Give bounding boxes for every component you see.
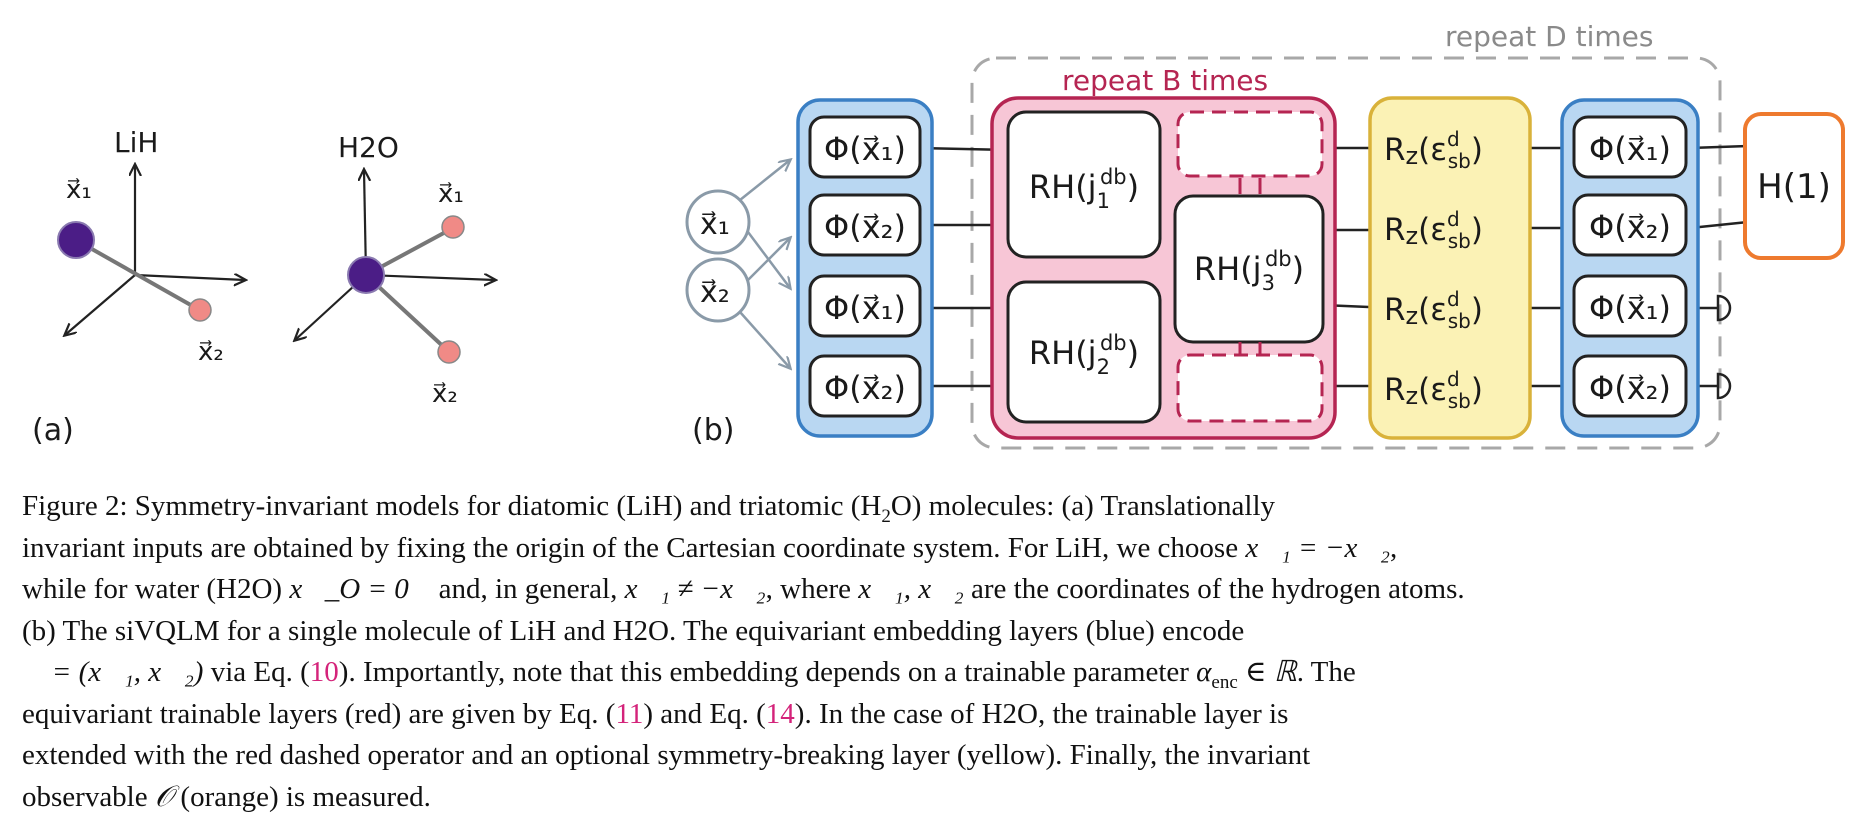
figure-2: LiH x⃗₁ x⃗₂ H2O x⃗₁ x⃗₂ (a) repeat D tim… [32,20,1845,450]
input-x1 [685,189,751,255]
embed-gate-1-label: Φ(x⃗₁) [824,130,906,168]
arrow-x2-g2 [747,238,790,281]
caption-line-7: extended with the red dashed operator an… [22,739,1311,771]
caption-line-1: Figure 2: Symmetry-invariant models for … [22,490,1276,527]
caption-line-4: (b) The siVQLM for a single molecule of … [22,614,1245,647]
out-gate-3 [1572,274,1688,338]
symmetry-breaking-layer-box [1368,96,1532,440]
trainable-layer: repeat B times RH(j1db) RH(j2db) RH(j3db… [990,64,1337,440]
embed-gate-2 [808,193,922,257]
caption-line-3: while for water (H2O) x⃗_O = 0⃗ and, in … [22,573,1465,605]
embed-gate-4-label: Φ(x⃗₂) [824,369,906,407]
rh-j1-label: RH(j1db) [1029,165,1139,213]
rh-j3-gate [1173,194,1325,344]
panel-a-label: (a) [32,413,74,448]
embedding-layer: Φ(x⃗₁) Φ(x⃗₂) Φ(x⃗₁) Φ(x⃗₂) [796,98,934,438]
output-embedding-layer-box [1560,98,1700,438]
eq-ref-11[interactable]: 11 [615,697,644,730]
eq-ref-10[interactable]: 10 [309,656,339,688]
lih-h-atom [188,298,212,322]
input-x1-label: x⃗₁ [700,207,730,242]
out-gate-1-label: Φ(x⃗₁) [1589,130,1671,168]
embed-gate-4 [808,354,922,418]
h2o-axis-label: H2O [338,131,399,164]
h2o-diagram: H2O x⃗₁ x⃗₂ [295,131,495,409]
embed-gate-3-label: Φ(x⃗₁) [824,289,906,327]
h2o-h2-atom [437,340,461,364]
h2o-o-atom [347,256,385,294]
out-gate-4-label: Φ(x⃗₂) [1589,369,1671,407]
eq-ref-14[interactable]: 14 [765,697,795,730]
figure-svg: LiH x⃗₁ x⃗₂ H2O x⃗₁ x⃗₂ (a) repeat D tim… [32,20,1845,450]
lih-li-atom [57,221,95,259]
rh-j3-label: RH(j3db) [1194,247,1304,295]
embed-gate-3 [808,274,922,338]
observable-box [1743,112,1845,260]
panel-a: LiH x⃗₁ x⃗₂ H2O x⃗₁ x⃗₂ (a) [32,126,495,448]
repeat-d-box [970,56,1722,450]
observable: H(1) [1743,112,1845,260]
out-gate-2-label: Φ(x⃗₂) [1589,208,1671,246]
repeat-d-label: repeat D times [1445,20,1653,53]
caption-line-2: invariant inputs are obtained by fixing … [22,531,1398,564]
inputs: x⃗₁ x⃗₂ [685,160,790,368]
input-x2 [685,257,751,323]
repeat-b-label: repeat B times [1062,64,1268,97]
caption-line-5: 𝒳 = (x⃗₁, x⃗₂) via Eq. (10). Importantly… [22,656,1356,693]
embed-gate-1 [808,115,922,179]
rh-j2-label: RH(j2db) [1029,331,1139,379]
output-embedding-layer: Φ(x⃗₁) Φ(x⃗₂) Φ(x⃗₁) Φ(x⃗₂) [1560,98,1700,438]
out-gate-1 [1572,115,1688,179]
panel-b: repeat D times x⃗₁ x⃗₂ [685,20,1845,450]
out-gate-4 [1572,354,1688,418]
lih-bond [74,238,198,310]
h2o-x-axis [365,275,495,280]
arrow-x2-g4 [739,311,790,368]
caption-line-8: observable 𝒪 (orange) is measured. [22,780,431,813]
lih-z-axis [65,274,136,335]
h2o-x2-label: x⃗₂ [432,379,458,409]
dashed-operator-top [1176,110,1324,178]
observable-label: H(1) [1757,167,1831,207]
caption-line-6: equivariant trainable layers (red) are g… [22,697,1289,730]
panel-b-label: (b) [692,413,734,448]
dashed-operator-bottom [1176,353,1324,423]
input-x2-label: x⃗₂ [700,275,730,310]
out-gate-3-label: Φ(x⃗₁) [1589,289,1671,327]
lih-x1-label: x⃗₁ [66,175,92,205]
embedding-layer-box [796,98,934,438]
rh-j2-gate [1006,280,1162,424]
embed-gate-2-label: Φ(x⃗₂) [824,208,906,246]
out-gate-2 [1572,193,1688,257]
lih-diagram: LiH x⃗₁ x⃗₂ [57,126,245,367]
h2o-h1-atom [441,215,465,239]
lih-axis-label: LiH [114,126,158,159]
lih-x-axis [134,275,245,280]
rh-j1-gate [1006,110,1162,259]
h2o-x1-label: x⃗₁ [438,179,464,209]
arrow-x1-g1 [739,160,790,201]
figure-caption: Figure 2: Symmetry-invariant models for … [22,486,1852,818]
lih-x2-label: x⃗₂ [198,337,224,367]
